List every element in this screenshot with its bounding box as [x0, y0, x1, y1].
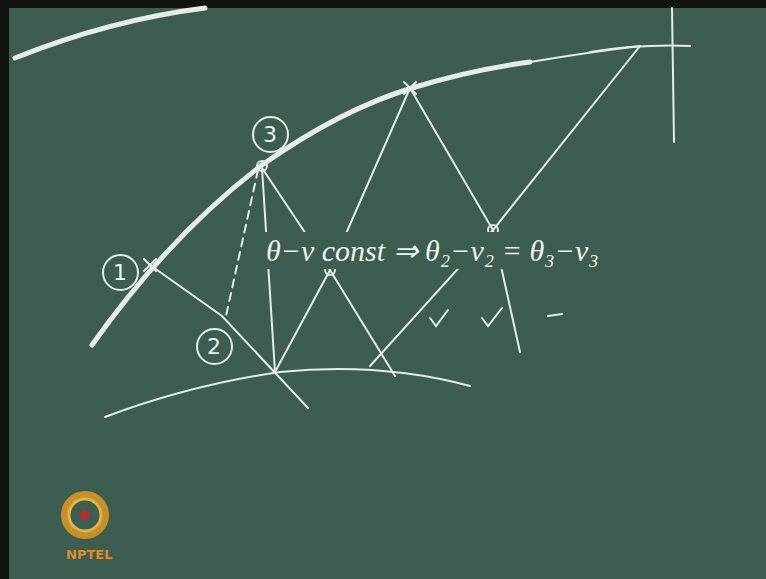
- characteristic-line: [150, 265, 308, 408]
- logo-text: NPTEL: [62, 546, 116, 563]
- wall-curve: [15, 8, 205, 58]
- circled-number: 2: [196, 328, 233, 365]
- wall-curve: [92, 62, 530, 345]
- logo-emblem: [80, 510, 90, 520]
- callout-number: 3: [263, 122, 277, 147]
- chalk-circle: [253, 117, 288, 152]
- chalk-circle: [197, 329, 232, 364]
- lower-curve: [105, 369, 470, 417]
- nptel-logo: [61, 491, 109, 539]
- characteristic-line: [410, 88, 520, 352]
- chalk-circle: [103, 255, 138, 290]
- dashed-line: [226, 170, 258, 316]
- characteristic-net: [15, 8, 690, 417]
- characteristic-line: [370, 46, 640, 366]
- characteristic-line: [262, 168, 275, 372]
- callout-number: 2: [207, 334, 221, 359]
- point-cross: [404, 82, 416, 94]
- board-frame: [0, 0, 9, 579]
- characteristic-line: [275, 88, 410, 372]
- point-cross: [144, 259, 156, 271]
- equation: θ−ν const ⇒ θ₂−ν₂ = θ₃−ν₃: [262, 232, 603, 269]
- circled-number: 1: [102, 254, 139, 291]
- axis-line: [672, 8, 674, 142]
- board-frame: [0, 0, 766, 8]
- logo-emblem: [69, 499, 101, 531]
- grid-point: [257, 161, 267, 171]
- check-mark: [430, 310, 448, 326]
- check-mark: [482, 308, 502, 326]
- circled-number: 3: [252, 116, 289, 153]
- logo-emblem: [61, 491, 109, 539]
- chalk-dash: [548, 314, 562, 316]
- callout-number: 1: [113, 260, 127, 285]
